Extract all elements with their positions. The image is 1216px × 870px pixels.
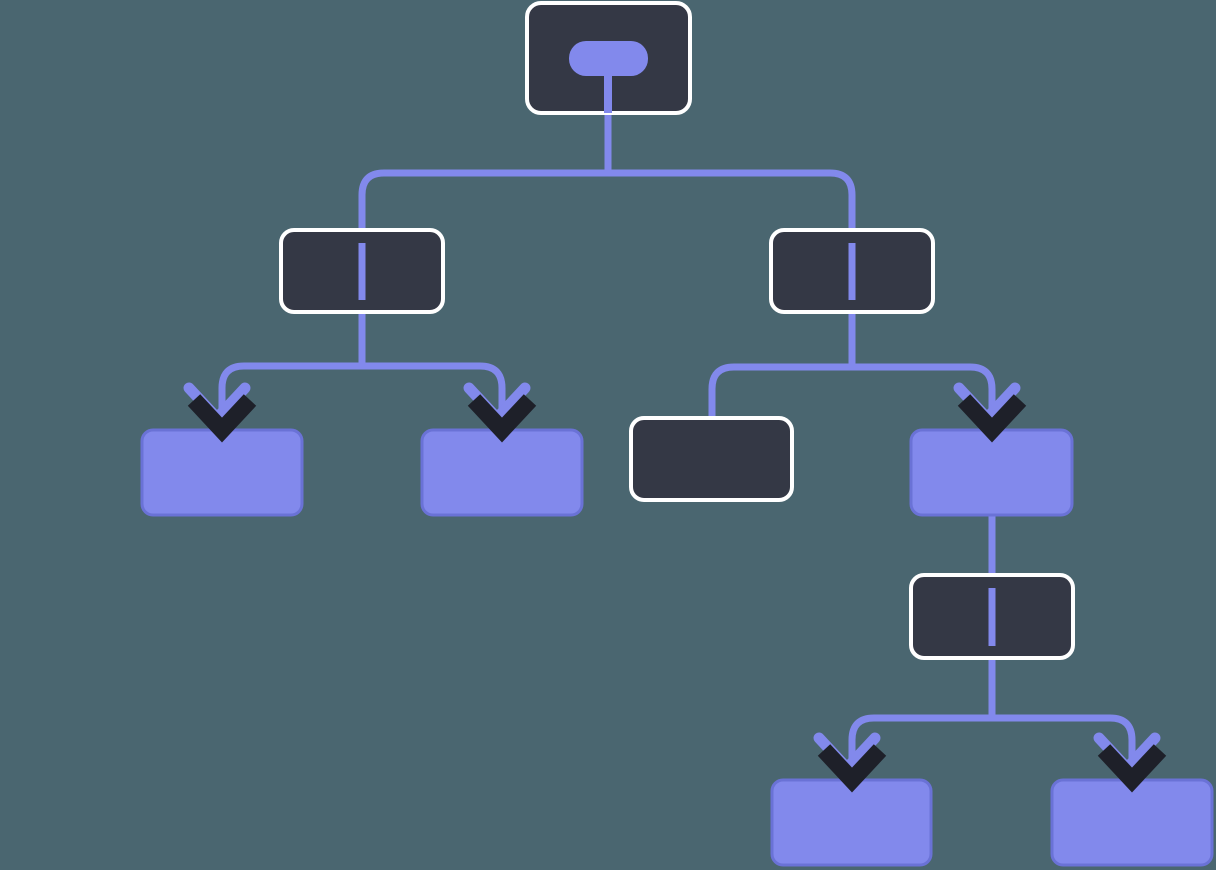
edge-l2right-to-l3c: [708, 312, 856, 418]
node-l3-b[interactable]: [420, 428, 584, 517]
node-l4[interactable]: [909, 573, 1075, 660]
arrowheads-layer: [183, 382, 1167, 793]
node-l5-right[interactable]: [1050, 778, 1214, 867]
edge-l4-to-l5right-arrowhead: [1097, 744, 1167, 793]
edge-l2left-to-l3b: [358, 312, 506, 430]
node-l5-left-body[interactable]: [770, 778, 933, 867]
node-root-pill-icon: [569, 41, 648, 76]
node-root[interactable]: [525, 1, 692, 115]
edge-l4-to-l5left: [848, 658, 996, 780]
edge-root-to-l2right: [604, 113, 856, 230]
node-l3-c[interactable]: [629, 416, 794, 502]
nodes-layer: [140, 1, 1214, 867]
edge-l2left-to-l3b-arrowhead: [467, 394, 537, 443]
edge-l2left-to-l3a: [218, 312, 366, 430]
node-l3-d[interactable]: [909, 428, 1074, 517]
node-l2-left[interactable]: [279, 228, 445, 314]
edge-l4-to-l5left-arrowhead: [817, 744, 887, 793]
edge-l4-to-l5right: [988, 658, 1136, 780]
edge-l2right-to-l3d: [848, 312, 996, 430]
node-l3-b-body[interactable]: [420, 428, 584, 517]
node-l3-c-body[interactable]: [629, 416, 794, 502]
node-l3-d-body[interactable]: [909, 428, 1074, 517]
edges-layer: [218, 113, 1136, 780]
node-l3-a[interactable]: [140, 428, 304, 517]
node-l5-left[interactable]: [770, 778, 933, 867]
node-l5-right-body[interactable]: [1050, 778, 1214, 867]
edge-root-to-l2left: [358, 113, 612, 230]
edge-l2right-to-l3d-arrowhead: [957, 394, 1027, 443]
edge-l2left-to-l3a-arrowhead: [187, 394, 257, 443]
node-l2-right[interactable]: [769, 228, 935, 314]
node-l3-a-body[interactable]: [140, 428, 304, 517]
